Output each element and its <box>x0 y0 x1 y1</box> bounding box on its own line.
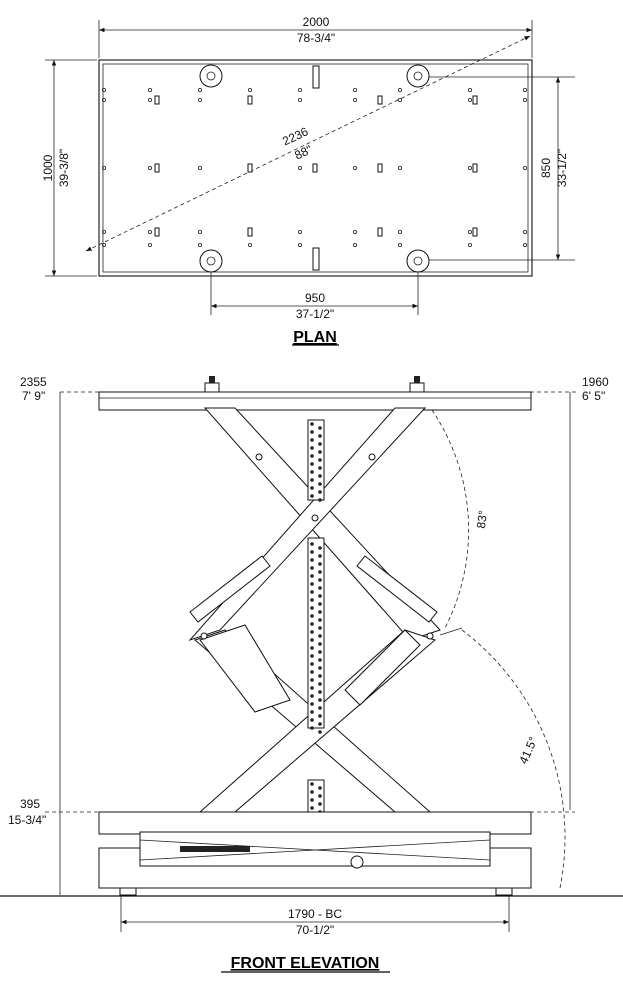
elev-min-height-in: 15-3/4" <box>8 813 46 827</box>
elev-max-height-in: 7' 9" <box>22 389 45 403</box>
elev-upper-base <box>98 811 532 835</box>
plan-title: PLAN <box>293 329 337 346</box>
plan-inner-depth-mm: 850 <box>539 158 553 178</box>
plan-diagonal-in: 88" <box>292 142 314 162</box>
elev-angle-arc-upper <box>431 409 469 629</box>
elev-base-bc-in: 70-1/2" <box>296 923 334 937</box>
elev-lift-chain <box>307 419 325 841</box>
plan-pivot-spacing-in: 37-1/2" <box>296 307 334 321</box>
elev-base-bc-mm: 1790 - BC <box>288 907 342 921</box>
elev-deck-height-in: 6' 5" <box>582 389 605 403</box>
plan-mount-plates <box>199 64 430 273</box>
plan-view: 2000 78-3/4" 1000 39-3/8" 850 33-1/2" 22… <box>41 15 575 346</box>
plan-depth-in: 39-3/8" <box>57 149 71 187</box>
elev-angle-lower: 41.5° <box>516 734 540 766</box>
plan-depth-mm: 1000 <box>41 154 55 181</box>
elev-max-height-mm: 2355 <box>20 375 47 389</box>
plan-inner-depth-in: 33-1/2" <box>555 149 569 187</box>
plan-pivot-spacing-mm: 950 <box>305 291 325 305</box>
elev-min-height-mm: 395 <box>20 797 40 811</box>
plan-width-in: 78-3/4" <box>297 31 335 45</box>
elev-title: FRONT ELEVATION <box>231 955 380 972</box>
elev-top-deck <box>98 391 532 411</box>
elev-deck-height-mm: 1960 <box>582 375 609 389</box>
elev-angle-upper: 83° <box>474 509 490 529</box>
front-elevation-view: 2355 7' 9" 395 15-3/4" 1960 6' 5" <box>0 375 623 973</box>
plan-width-mm: 2000 <box>303 15 330 29</box>
plan-hole-pattern <box>102 88 528 247</box>
